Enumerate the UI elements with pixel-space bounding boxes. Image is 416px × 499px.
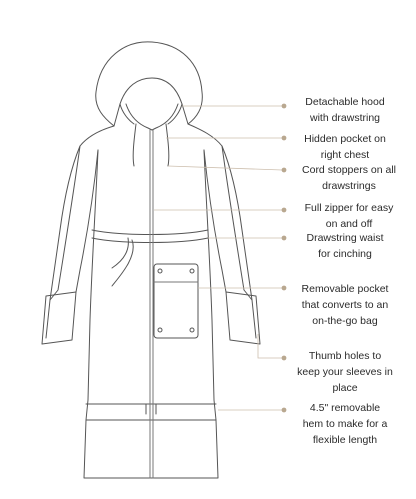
waist-drawstring xyxy=(111,237,134,287)
leader-dot-pocket xyxy=(281,285,287,291)
right-cuff xyxy=(225,291,261,345)
right-sleeve xyxy=(203,145,253,301)
left-sleeve xyxy=(49,145,99,301)
leader-cord xyxy=(167,165,283,171)
callout-hem: 4.5" removable hem to make for a flexibl… xyxy=(302,402,388,446)
callout-cord-stoppers: Cord stoppers on all drawstrings xyxy=(302,164,396,192)
body-left xyxy=(85,149,99,421)
leader-thumb xyxy=(257,334,282,359)
collar xyxy=(125,103,179,131)
left-cuff xyxy=(41,291,77,345)
coat-body xyxy=(45,123,257,339)
callout-thumb-holes: Thumb holes to keep your sleeves in plac… xyxy=(297,350,393,394)
callout-chest-pocket: Hidden pocket on right chest xyxy=(304,133,386,161)
leader-dot-hem xyxy=(281,407,287,413)
leader-dot-hood xyxy=(281,103,287,109)
leader-dot-cord xyxy=(281,167,287,173)
leader-dot-waist xyxy=(281,235,287,241)
leader-dot-thumb xyxy=(281,355,287,361)
callout-zipper: Full zipper for easy on and off xyxy=(304,202,394,230)
callout-waist: Drawstring waist for cinching xyxy=(306,232,384,260)
callout-hood: Detachable hood with drawstring xyxy=(305,96,385,124)
zipper xyxy=(149,129,154,479)
hem-band xyxy=(83,403,219,479)
hood-drawstring xyxy=(132,123,170,167)
leader-dot-chest xyxy=(281,135,287,141)
leader-dot-zipper xyxy=(281,207,287,213)
removable-pocket xyxy=(153,263,199,339)
hood-lining xyxy=(119,103,183,125)
callout-pocket: Removable pocket that converts to an on-… xyxy=(301,283,389,327)
body-right xyxy=(203,149,217,421)
hood xyxy=(95,41,203,127)
